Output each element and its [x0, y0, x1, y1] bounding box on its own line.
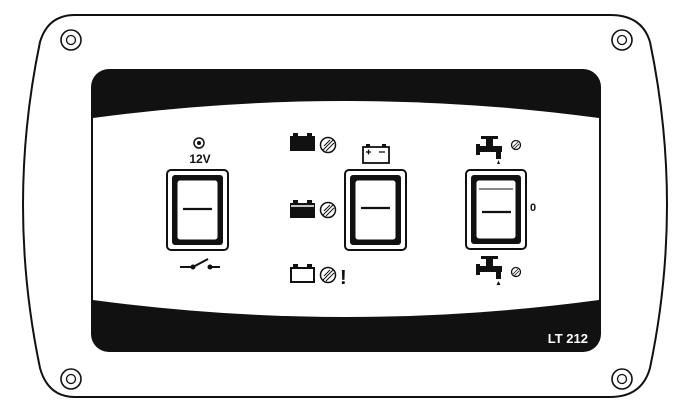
- battery-full-led-icon: [290, 133, 337, 154]
- water-tap-drip-led-icon: [476, 256, 522, 285]
- screw-icon: [60, 29, 82, 51]
- off-position-label: 0: [530, 202, 536, 214]
- screw-icon: [60, 368, 82, 390]
- indicator-led-icon: [193, 137, 205, 149]
- battery-check-switch[interactable]: [344, 169, 407, 251]
- battery-low-warning-icon: [290, 264, 337, 284]
- power-switch-icon: [180, 258, 220, 270]
- water-tap-pump-led-icon: [476, 136, 522, 164]
- main-power-switch[interactable]: [166, 169, 229, 251]
- voltage-label: 12V: [189, 152, 210, 166]
- water-pump-switch[interactable]: [465, 169, 527, 250]
- battery-icon: [362, 144, 390, 164]
- screw-icon: [611, 29, 633, 51]
- battery-half-led-icon: [290, 200, 337, 219]
- low-battery-warning-mark: !: [340, 267, 347, 289]
- screw-icon: [611, 368, 633, 390]
- model-label: LT 212: [548, 331, 588, 346]
